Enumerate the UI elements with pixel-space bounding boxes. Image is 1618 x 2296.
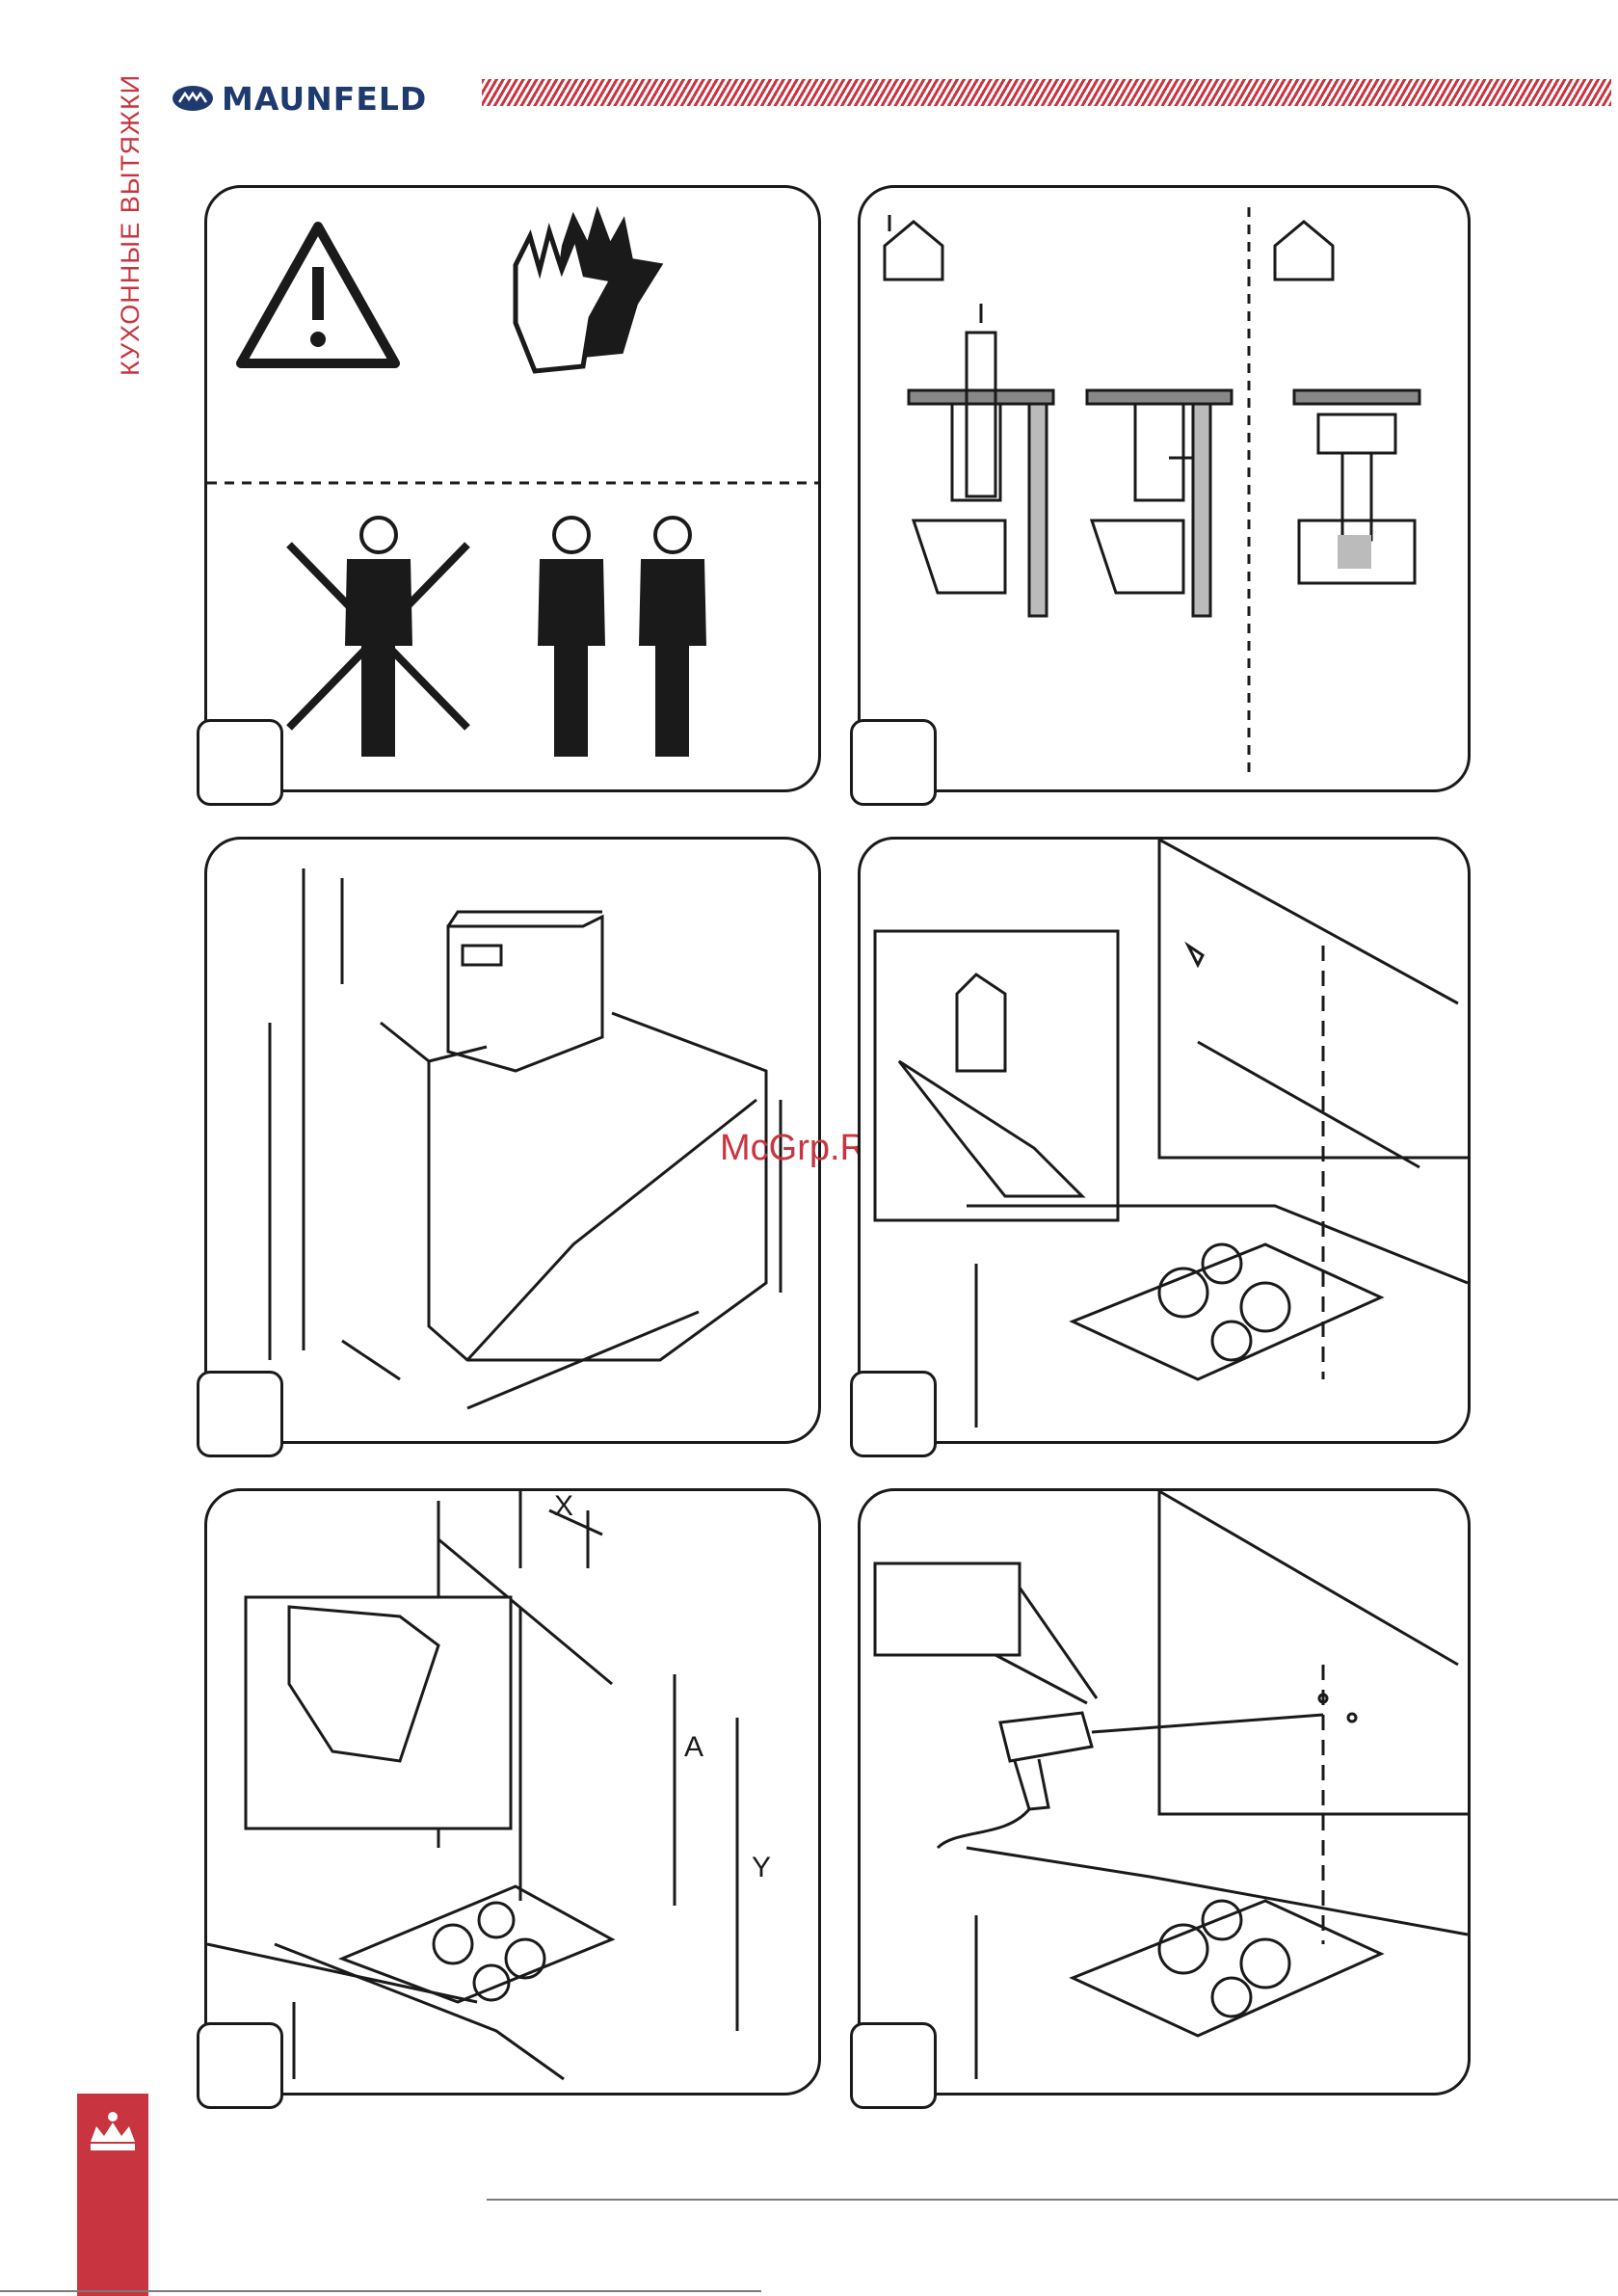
- panel-safety: [204, 185, 821, 792]
- dimension-label-a: A: [684, 1731, 703, 1763]
- dimension-label-x: X: [554, 1490, 573, 1522]
- brand-emblem-icon: [172, 85, 214, 112]
- hood-extraction-diagram: [1087, 390, 1232, 616]
- brand-name: MAUNFELD: [222, 80, 427, 118]
- hood-recirculation-diagram: [1294, 390, 1419, 583]
- bottom-rule: [0, 2290, 761, 2292]
- worker-icon: [639, 518, 706, 757]
- panel-airflow: [858, 185, 1471, 792]
- house-icon: [885, 215, 942, 280]
- drill-icon: [938, 1713, 1323, 1848]
- house-icon: [1275, 222, 1333, 280]
- worker-icon: [538, 518, 605, 757]
- brand-logo: MAUNFELD: [172, 77, 427, 120]
- footer-rule: [487, 2199, 1618, 2201]
- figure-number-box: [197, 2022, 283, 2109]
- warning-icon: [241, 227, 395, 363]
- side-title: КУХОННЫЕ ВЫТЯЖКИ: [94, 77, 133, 395]
- hob-icon: [342, 1886, 612, 2002]
- panel-marking: [858, 837, 1471, 1444]
- dimension-label-y: Y: [752, 1852, 771, 1883]
- figure-number-box: [850, 719, 937, 806]
- figure-number-box: [850, 1371, 937, 1457]
- figure-number-box: [850, 2022, 937, 2109]
- panel-mounting-height: X A Y: [204, 1488, 821, 2096]
- gloves-icon: [516, 212, 660, 371]
- hob-icon: [1073, 1244, 1381, 1379]
- hood-extraction-diagram: [909, 304, 1053, 616]
- header-stripe: [482, 79, 1611, 106]
- hob-icon: [1073, 1901, 1381, 2036]
- figure-number-box: [197, 719, 283, 806]
- crown-icon: [77, 2103, 148, 2180]
- figure-number-box: [197, 1371, 283, 1457]
- panel-drilling: [858, 1488, 1471, 2096]
- footer-badge: [77, 2094, 148, 2296]
